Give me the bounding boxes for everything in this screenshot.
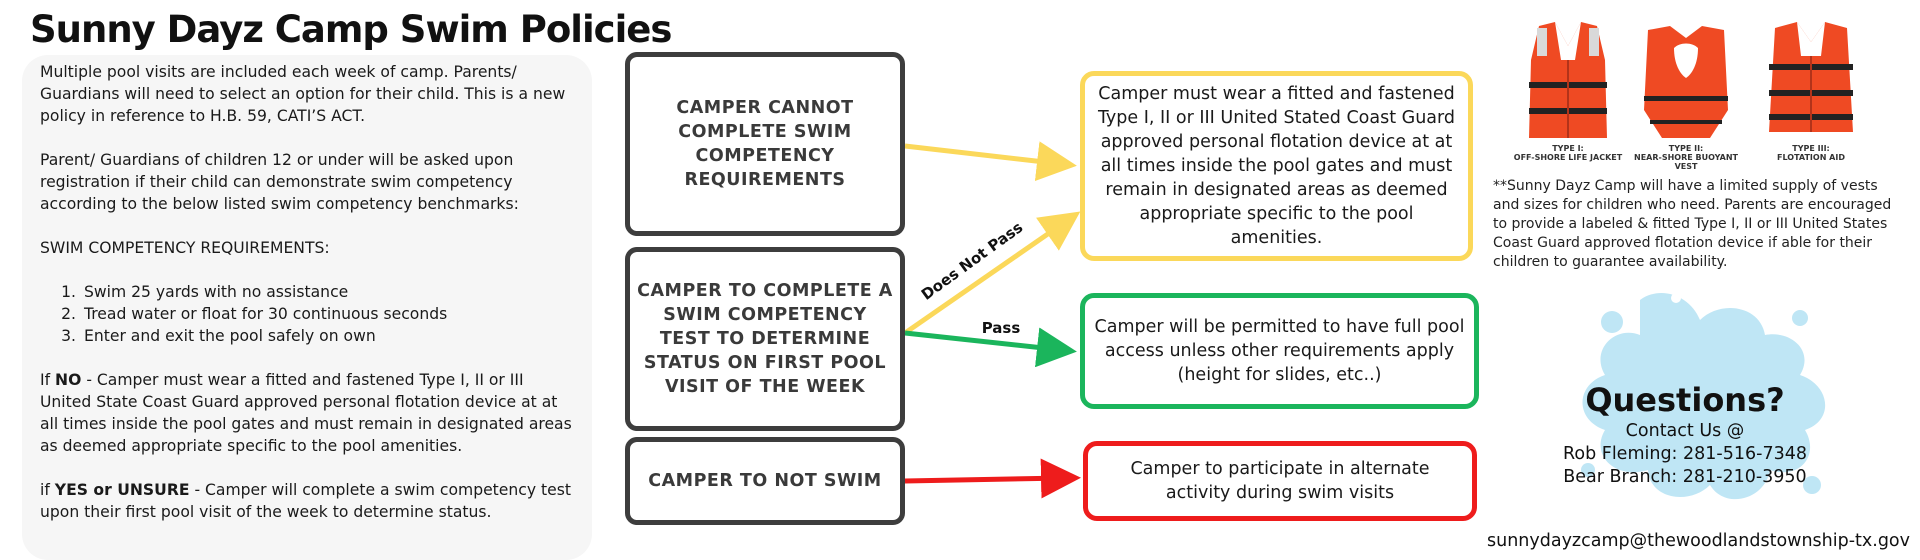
box-outcome-pfd: Camper must wear a fitted and fastened T… <box>1080 71 1473 261</box>
water-splash-icon <box>1581 292 1826 500</box>
list-item-text: Tread water or float for 30 continuous s… <box>84 305 448 323</box>
policy-panel: Multiple pool visits are included each w… <box>22 55 592 560</box>
contact-rob-fleming: Rob Fleming: 281-516-7348 <box>1563 444 1807 464</box>
if-no-keyword: NO <box>55 371 82 389</box>
box-outcome-full-access: Camper will be permitted to have full po… <box>1080 293 1479 409</box>
box-cannot-complete: CAMPER CANNOT COMPLETE SWIM COMPETENCY R… <box>625 52 905 236</box>
contact-block: Questions? Contact Us @ Rob Fleming: 281… <box>1535 380 1835 489</box>
vest-type-3: TYPE III: FLOTATION AID <box>1755 20 1867 162</box>
list-item: 1. Swim 25 yards with no assistance <box>40 281 574 303</box>
arrow-not-pass <box>903 211 1081 336</box>
parents-note: Parent/ Guardians of children 12 or unde… <box>40 151 519 213</box>
arrow-no-swim <box>904 458 1081 499</box>
box-outcome-alternate: Camper to participate in alternate activ… <box>1083 441 1477 521</box>
if-no-prefix: If <box>40 371 56 389</box>
list-item: 3. Enter and exit the pool safely on own <box>40 325 574 347</box>
arrow-cannot-to-pfd <box>904 141 1077 182</box>
offshore-life-jacket-icon <box>1529 22 1607 138</box>
vest-type-1-label: TYPE I: OFF-SHORE LIFE JACKET <box>1513 144 1623 162</box>
questions-heading: Questions? <box>1585 381 1785 419</box>
if-yes-prefix: if <box>40 481 55 499</box>
list-item-number: 1. <box>61 283 76 301</box>
requirements-heading: SWIM COMPETENCY REQUIREMENTS: <box>40 239 330 257</box>
list-item-text: Swim 25 yards with no assistance <box>84 283 349 301</box>
nearshore-vest-icon <box>1644 26 1728 138</box>
if-yes-keyword: YES or UNSURE <box>54 481 190 499</box>
supply-note: **Sunny Dayz Camp will have a limited su… <box>1493 178 1892 270</box>
contact-email[interactable]: sunnydayzcamp@thewoodlandstownship-tx.go… <box>1487 531 1910 551</box>
vest-type-3-label: TYPE III: FLOTATION AID <box>1776 144 1845 162</box>
vest-type-2: TYPE II: NEAR-SHORE BUOYANT VEST <box>1630 20 1742 171</box>
if-yes-paragraph: if YES or UNSURE - Camper will complete … <box>40 479 574 523</box>
if-yes-text: - Camper will complete a swim competency… <box>40 481 571 521</box>
requirements-list: 1. Swim 25 yards with no assistance 2. Tre… <box>40 281 574 347</box>
vest-type-1: TYPE I: OFF-SHORE LIFE JACKET <box>1512 20 1624 162</box>
contact-subtitle: Contact Us @ <box>1625 421 1745 441</box>
if-no-paragraph: If NO - Camper must wear a fitted and fa… <box>40 369 574 457</box>
list-item-number: 2. <box>61 305 76 323</box>
arrow-pass <box>904 327 1077 368</box>
flotation-aid-icon <box>1769 22 1853 132</box>
list-item-number: 3. <box>61 327 76 345</box>
contact-bear-branch: Bear Branch: 281-210-3950 <box>1563 467 1807 487</box>
box-not-swim: CAMPER TO NOT SWIM <box>625 437 905 525</box>
intro-text: Multiple pool visits are included each w… <box>40 63 566 125</box>
box-complete-test: CAMPER TO COMPLETE A SWIM COMPETENCY TES… <box>625 247 905 431</box>
if-no-text: - Camper must wear a fitted and fastened… <box>40 371 572 455</box>
list-item: 2. Tread water or float for 30 continuous… <box>40 303 574 325</box>
label-pass: Pass <box>982 319 1021 337</box>
vest-type-2-label: TYPE II: NEAR-SHORE BUOYANT VEST <box>1634 144 1738 171</box>
page-title: Sunny Dayz Camp Swim Policies <box>30 8 672 51</box>
list-item-text: Enter and exit the pool safely on own <box>84 327 376 345</box>
